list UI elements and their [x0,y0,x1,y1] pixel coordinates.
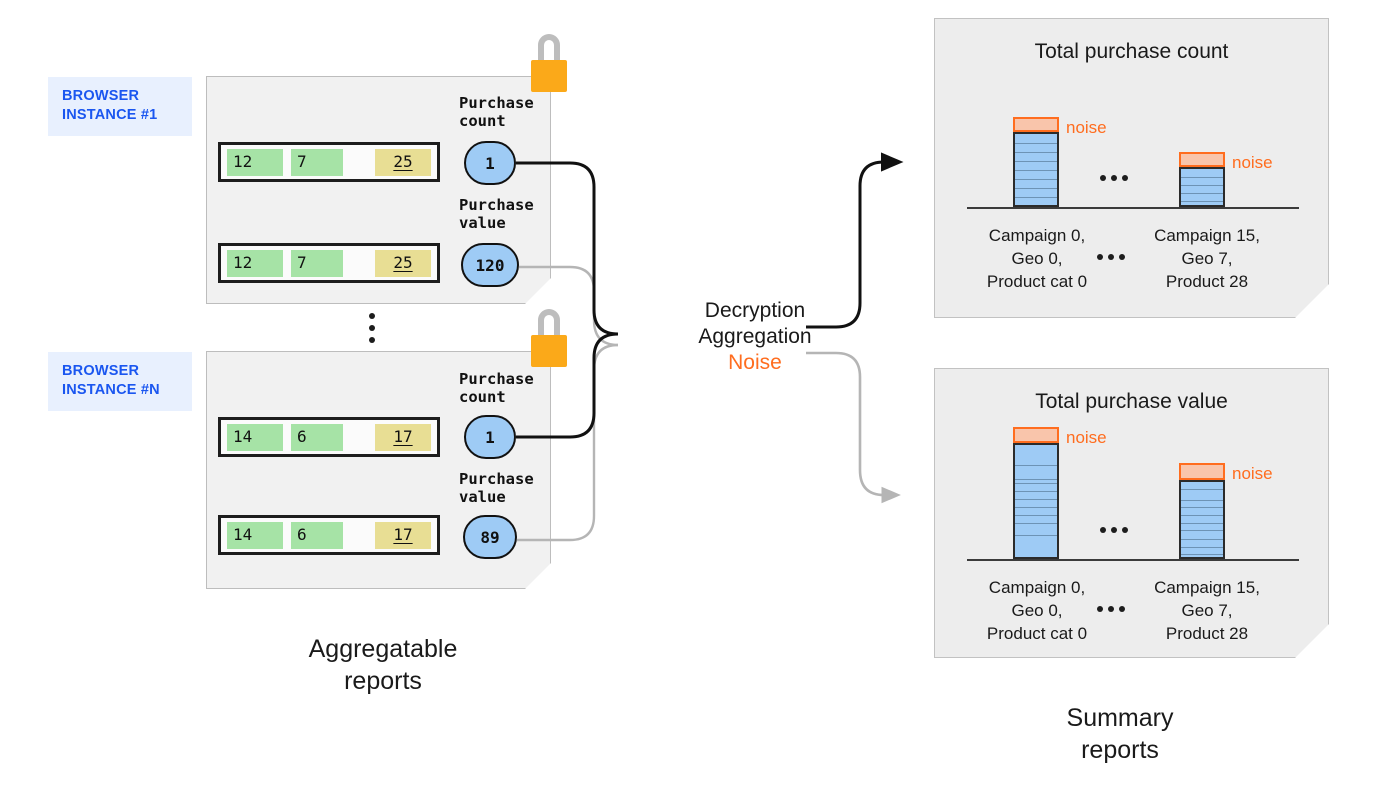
report-row: 12 7 25 [218,243,440,283]
count-bar-2-noise [1179,152,1225,167]
report-cell-campaign: 12 [227,249,283,277]
summary-reports-caption: Summary reports [1066,704,1174,764]
value-chart-bars-ellipsis [1100,527,1128,533]
purchase-value-label: Purchase value [459,470,534,506]
report-cell-key: 25 [375,249,431,277]
browser-instance-n-tag: BROWSER INSTANCE #N [48,352,192,411]
process-aggregation: Aggregation [698,325,812,348]
value-chart-labels-ellipsis [1097,606,1125,612]
summary-report-value-card [934,368,1329,658]
count-chart-labels-ellipsis [1097,254,1125,260]
report-cell-campaign: 12 [227,148,283,176]
summary-count-title: Total purchase count [1034,40,1229,63]
report-row: 14 6 17 [218,417,440,457]
purchase-count-label: Purchase count [459,94,534,130]
summary-report-count-card [934,18,1329,318]
purchase-count-pill: 1 [464,141,516,185]
process-noise: Noise [728,351,782,374]
summary-value-title: Total purchase value [1035,390,1228,413]
value-category-label-2: Campaign 15, Geo 7, Product 28 [1154,578,1260,643]
vertical-ellipsis [369,313,375,349]
value-bar-1-noise-label: noise [1066,428,1107,447]
report-row: 14 6 17 [218,515,440,555]
report-cell-key: 17 [375,521,431,549]
count-category-label-2: Campaign 15, Geo 7, Product 28 [1154,226,1260,291]
value-bar-1-noise [1013,427,1059,443]
report-cell-key: 25 [375,148,431,176]
report-cell-campaign: 14 [227,521,283,549]
count-chart-bars-ellipsis [1100,175,1128,181]
report-cell-key: 17 [375,423,431,451]
report-cell-geo: 6 [291,423,343,451]
count-chart-axis [967,207,1299,209]
count-bar-2-noise-label: noise [1232,153,1273,172]
count-bar-1-noise-label: noise [1066,118,1107,137]
count-category-label-1: Campaign 0, Geo 0, Product cat 0 [986,226,1088,291]
count-bar-2 [1179,167,1225,207]
report-row: 12 7 25 [218,142,440,182]
report-cell-geo: 7 [291,249,343,277]
value-bar-2-noise [1179,463,1225,480]
process-decryption: Decryption [704,299,806,322]
process-step: Decryption Aggregation Noise [660,298,850,376]
purchase-count-label: Purchase count [459,370,534,406]
value-bar-1 [1013,443,1059,559]
count-bar-1-noise [1013,117,1059,132]
purchase-value-label: Purchase value [459,196,534,232]
value-bar-2-noise-label: noise [1232,464,1273,483]
browser-instance-1-tag: BROWSER INSTANCE #1 [48,77,192,136]
purchase-value-pill: 89 [463,515,517,559]
report-cell-campaign: 14 [227,423,283,451]
purchase-count-pill: 1 [464,415,516,459]
count-bar-1 [1013,132,1059,207]
value-category-label-1: Campaign 0, Geo 0, Product cat 0 [986,578,1088,643]
value-bar-2 [1179,480,1225,559]
aggregatable-reports-caption: Aggregatable reports [308,635,458,695]
report-cell-geo: 6 [291,521,343,549]
report-cell-geo: 7 [291,148,343,176]
value-chart-axis [967,559,1299,561]
purchase-value-pill: 120 [461,243,519,287]
